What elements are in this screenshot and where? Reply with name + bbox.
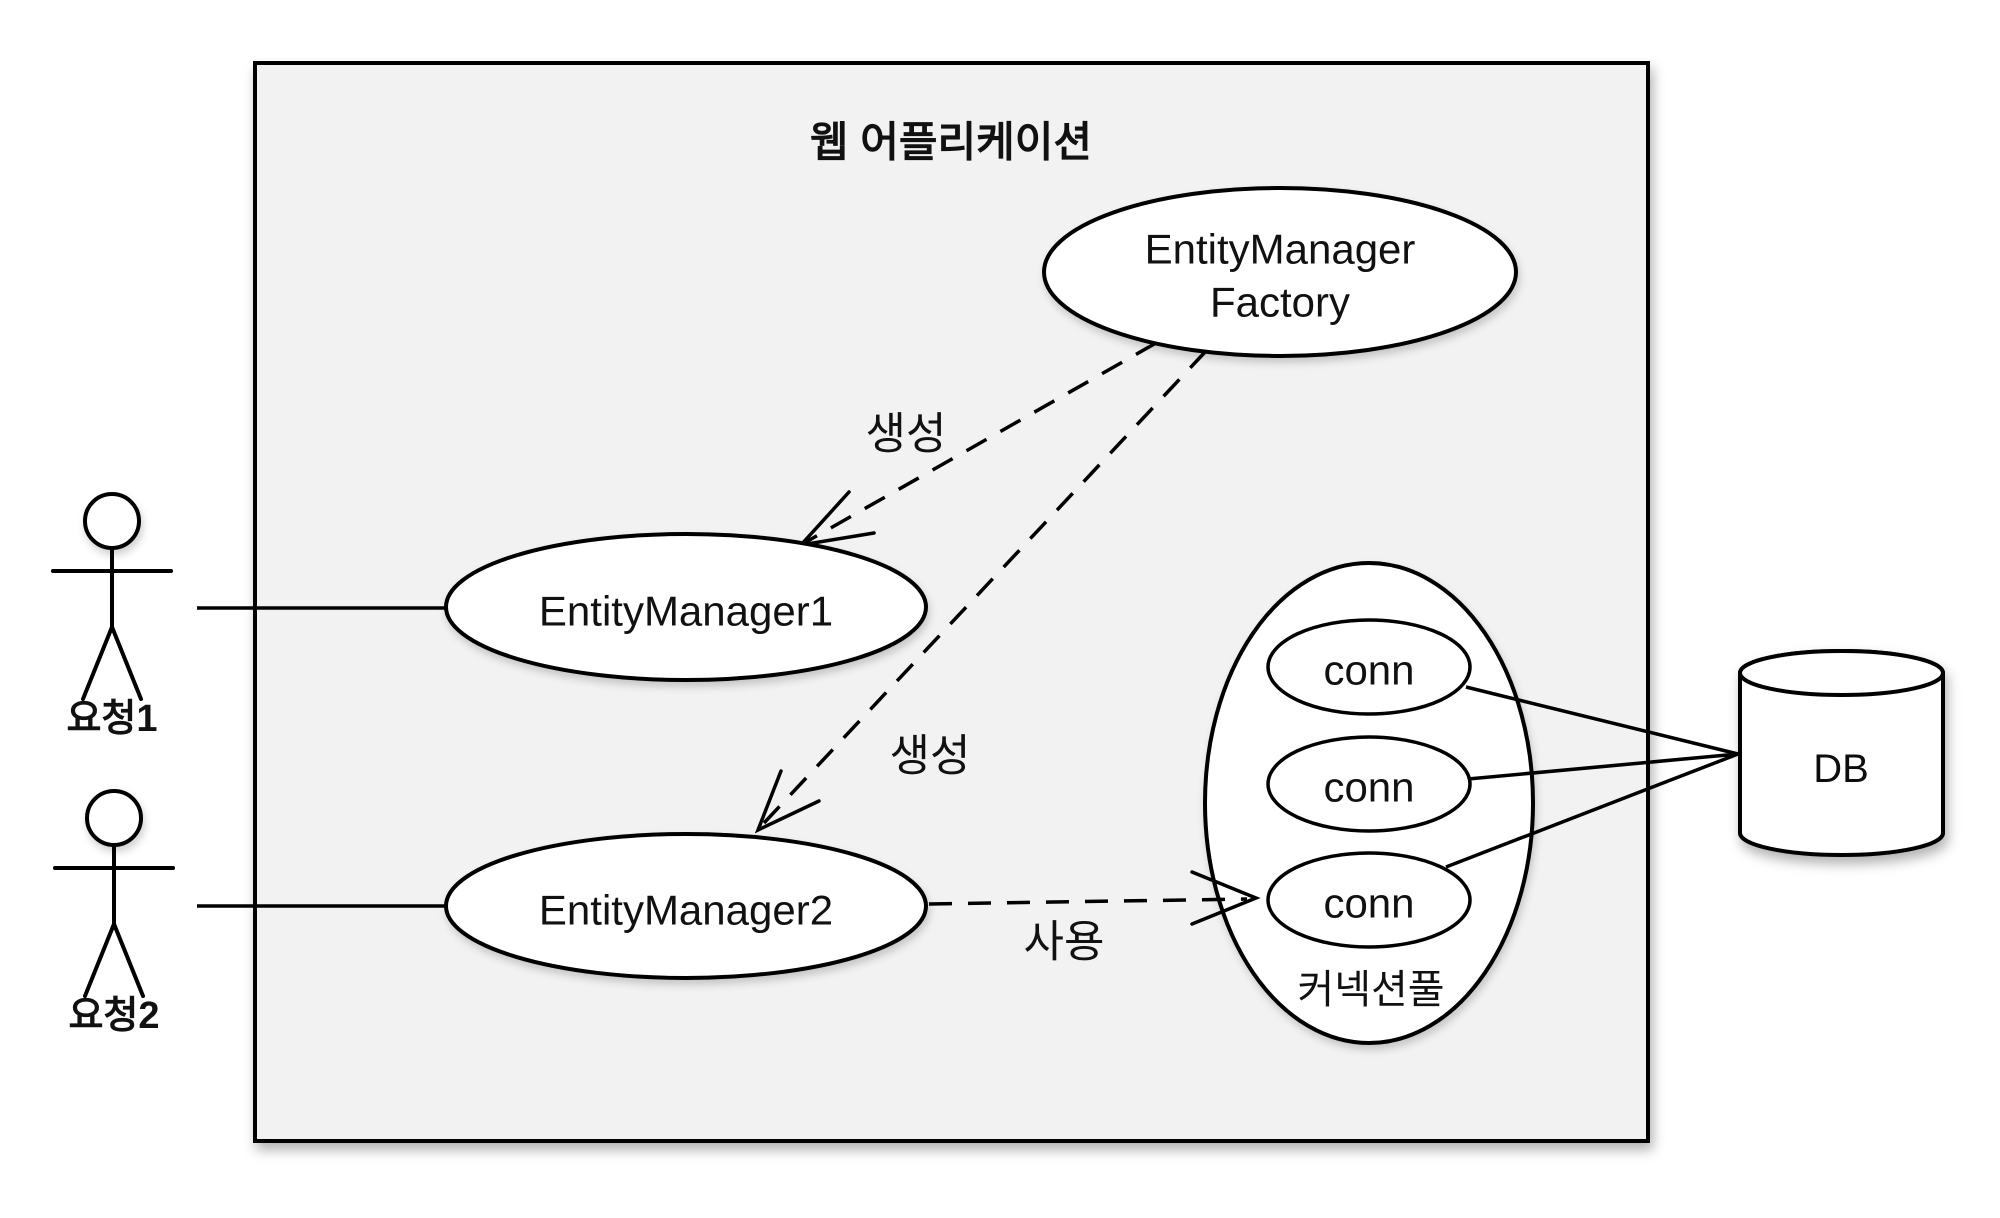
edge-label-use: 사용 [1024,918,1105,967]
edge-conn3-to-db [1445,752,1739,869]
edge-label-create-1: 생성 [866,410,947,459]
edge-conn2-to-db [1467,752,1739,781]
node-entity-manager-factory: EntityManager Factory [1042,186,1518,358]
node-conn-2: conn [1266,735,1472,833]
node-entity-manager-1: EntityManager1 [444,532,928,682]
connection-pool-label: 커넥션풀 [1297,968,1444,1012]
open-arrowhead-icon [754,769,821,834]
entity-manager-1-label: EntityManager1 [539,588,833,635]
open-arrowhead-icon [1190,870,1261,926]
node-conn-3: conn [1266,851,1472,949]
actor-2-label: 요청2 [68,995,159,1037]
edge-em2-to-conn3: 사용 [928,870,1261,967]
edge-conn1-to-db [1465,685,1739,756]
actor-1-label: 요청1 [66,698,157,740]
conn-3-label: conn [1323,880,1414,927]
db-cylinder-top-icon [1738,649,1945,697]
actor-request-2: 요청2 [53,789,175,1037]
actor-request-1: 요청1 [51,492,173,740]
node-conn-1: conn [1266,618,1472,716]
edge-factory-to-em2: 생성 [754,349,1208,834]
node-entity-manager-2: EntityManager2 [444,832,928,980]
entity-manager-factory-label-line1: EntityManager [1145,226,1416,273]
entity-manager-factory-label-line2: Factory [1210,279,1350,326]
edge-label-create-2: 생성 [890,732,971,781]
entity-manager-2-label: EntityManager2 [539,887,833,934]
web-application-title: 웹 어플리케이션 [810,119,1092,166]
conn-2-label: conn [1323,764,1414,811]
db-label: DB [1813,747,1869,791]
node-db: DB [1738,649,1945,857]
actor-head-icon [85,789,143,847]
actor-head-icon [83,492,141,550]
conn-1-label: conn [1323,647,1414,694]
